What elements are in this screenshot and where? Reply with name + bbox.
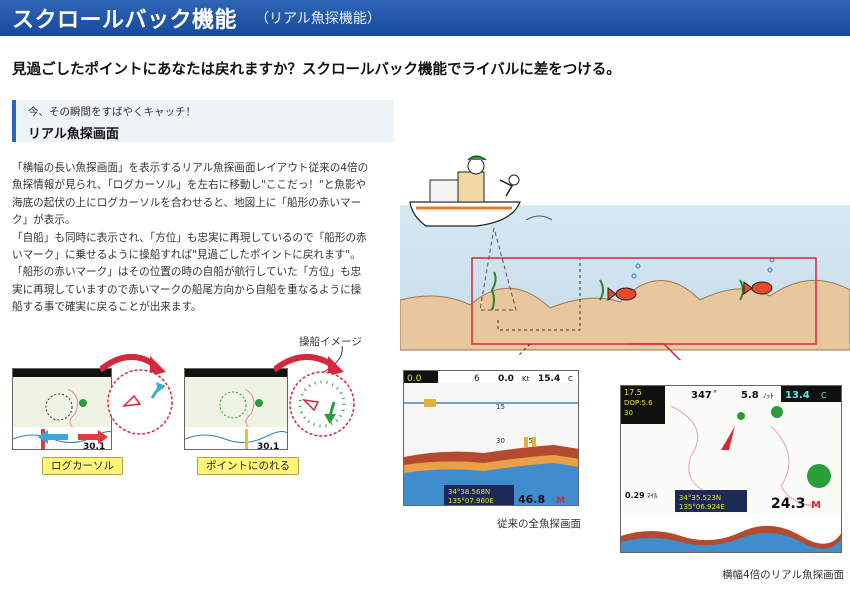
real-depth-unit: M — [811, 500, 821, 511]
real-speed: 5.8 — [741, 390, 759, 401]
real-temp: 13.4 — [785, 390, 810, 401]
map-thumbnail-right-graphic: 30.1 — [185, 369, 287, 450]
conv-coords-1: 34°38.568N — [448, 488, 490, 496]
real-temp-unit: C — [821, 391, 827, 400]
map-thumbnail-right: 30.1 — [184, 368, 288, 450]
caption-real: 横幅4倍のリアル魚探画面 — [722, 569, 845, 581]
real-sonar-graphic: 17.5 DOP:5.6 30 347 ° 5.8 ﾉｯﾄ 13.4 C 0.2… — [621, 386, 841, 552]
page-title: スクロールバック機能 — [12, 8, 238, 33]
real-side-2: 30 — [624, 409, 633, 417]
real-distance-unit: ﾏｲﾙ — [647, 492, 658, 500]
real-coords-1: 34°35.523N — [679, 494, 721, 502]
real-top-left: 17.5 — [624, 388, 642, 397]
conv-top-mid: 6 — [474, 374, 480, 384]
conv-depth-unit: M — [556, 496, 565, 506]
fish-icon-2 — [743, 281, 773, 295]
seabed-illustration — [400, 155, 850, 360]
description: 「横幅の長い魚探画面」を表示するリアル魚探画面レイアウト従来の4倍の魚探情報が見… — [12, 160, 370, 317]
real-sonar-screen: 17.5 DOP:5.6 30 347 ° 5.8 ﾉｯﾄ 13.4 C 0.2… — [620, 385, 842, 553]
real-coords-2: 135°06.924E — [679, 503, 725, 511]
conv-scale-15: 15 — [496, 403, 505, 411]
real-side-1: DOP:5.6 — [624, 399, 653, 407]
description-paragraph-2: 「自船」も同時に表示され、「方位」も忠実に再現しているので「船形の赤いマーク」に… — [12, 231, 367, 262]
conv-speed-unit: Kt — [522, 375, 530, 383]
section-heading: リアル魚探画面 — [28, 127, 119, 142]
callout-log-cursor: ログカーソル — [42, 457, 123, 475]
real-depth: 24.3 — [771, 496, 806, 512]
conv-temp: 15.4 — [538, 374, 560, 384]
real-distance: 0.29 — [625, 491, 645, 500]
conv-depth: 46.8 — [518, 493, 545, 506]
zoom-circle-right — [274, 353, 355, 437]
thumb-left-depth: 30.1 — [83, 442, 105, 450]
fish-icon — [607, 287, 637, 301]
conv-coords-2: 135°07.960E — [448, 497, 494, 505]
conventional-sonar-screen: 0.0 6 0.0 Kt 15.4 C 15 30 45 34°38.568N … — [403, 370, 579, 506]
zoom-circle-left — [100, 353, 173, 435]
conv-speed: 0.0 — [498, 374, 514, 384]
conventional-sonar-graphic: 0.0 6 0.0 Kt 15.4 C 15 30 45 34°38.568N … — [404, 371, 578, 506]
boat-mark-icon — [121, 394, 142, 408]
description-paragraph-1: 「横幅の長い魚探画面」を表示するリアル魚探画面レイアウト従来の4倍の魚探情報が見… — [12, 162, 369, 227]
real-heading: 347 — [691, 390, 712, 401]
real-speed-unit: ﾉｯﾄ — [763, 392, 774, 400]
conv-temp-unit: C — [568, 375, 573, 383]
description-paragraph-3: 「船形の赤いマーク」はその位置の時の自船が航行していた「方位」も忠実に再現してい… — [12, 266, 362, 314]
boat-mark-right-icon — [301, 398, 320, 412]
page-subtitle: （リアル魚探機能） — [255, 11, 381, 27]
caption-conventional: 従来の全魚探画面 — [497, 518, 581, 530]
section-kicker: 今、その瞬間をすばやくキャッチ！ — [28, 106, 196, 118]
conv-top-left: 0.0 — [407, 374, 422, 384]
callout-on-point: ポイントにのれる — [197, 457, 299, 475]
log-cursor-arrows — [38, 430, 108, 444]
conv-scale-30: 30 — [496, 437, 505, 445]
operation-image-label: 操船イメージ — [299, 336, 362, 348]
conv-scale-45: 45 — [524, 437, 533, 445]
section-heading-box: 今、その瞬間をすばやくキャッチ！ リアル魚探画面 — [12, 100, 394, 142]
lead-text: 見過ごしたポイントにあなたは戻れますか？スクロールバック機能でライバルに差をつけ… — [12, 62, 621, 78]
header-bar: スクロールバック機能 （リアル魚探機能） — [0, 0, 850, 36]
real-heading-unit: ° — [713, 389, 717, 398]
thumb-right-depth: 30.1 — [257, 442, 279, 450]
